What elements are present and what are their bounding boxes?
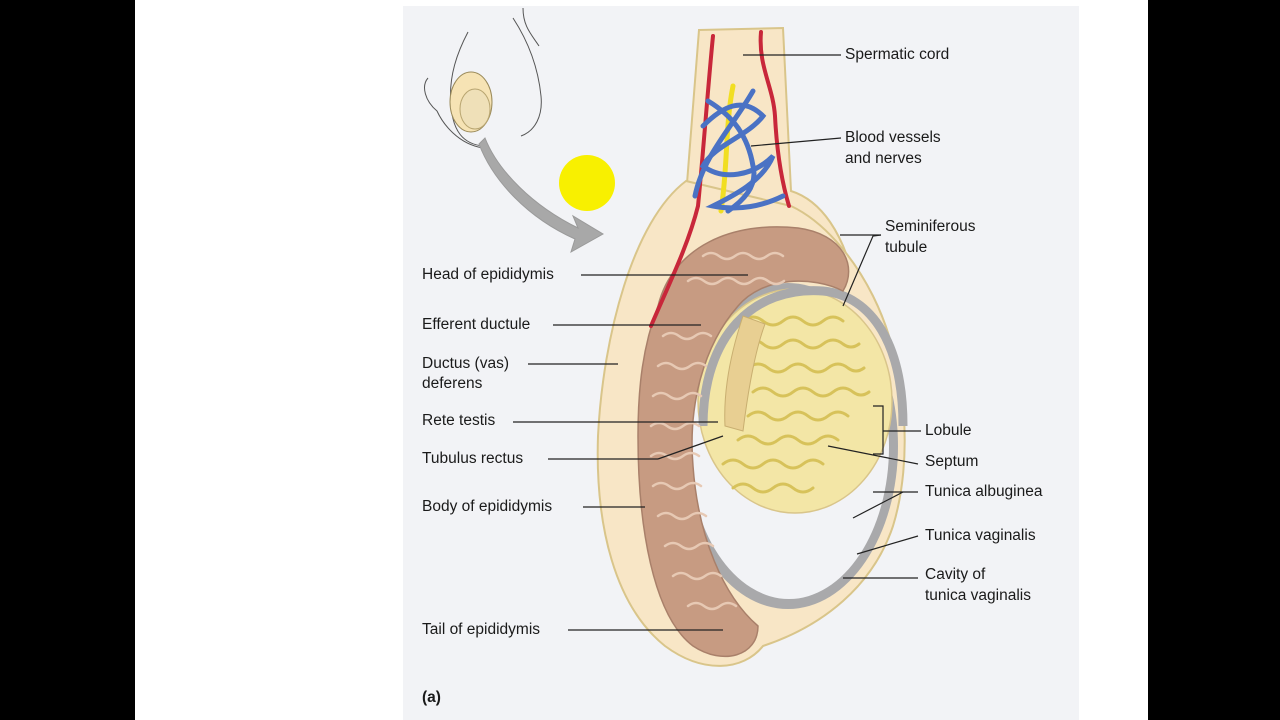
label-tunica-albuginea: Tunica albuginea (925, 483, 1043, 500)
label-rete-testis: Rete testis (422, 412, 496, 429)
label-tubulus-rectus: Tubulus rectus (422, 450, 524, 467)
cursor-highlight-dot (559, 155, 615, 211)
rete-testis (724, 315, 766, 432)
label-seminiferous: Seminiferous (885, 218, 976, 235)
panel-label: (a) (422, 689, 441, 706)
leader-lines (513, 54, 921, 631)
slide-canvas: Spermatic cord Blood vessels and nerves … (135, 0, 1148, 720)
epididymis-coils (649, 251, 786, 611)
inset-orientation-drawing (424, 7, 542, 149)
label-body-epididymis: Body of epididymis (422, 498, 553, 515)
anatomy-figure: Spermatic cord Blood vessels and nerves … (403, 6, 1079, 720)
label-blood-vessels: Blood vessels (845, 129, 941, 146)
gray-pointer-arrow (478, 137, 604, 254)
label-tail-epididymis: Tail of epididymis (422, 621, 541, 638)
label-ductus-vas: Ductus (vas) (422, 355, 509, 372)
label-cavity-tunica-vaginalis: tunica vaginalis (925, 587, 1031, 604)
label-and-nerves: and nerves (845, 150, 922, 167)
label-tunica-vaginalis: Tunica vaginalis (925, 527, 1036, 544)
lobule-tubules (721, 315, 871, 494)
tunica-albuginea-arc (698, 286, 908, 427)
testis-illustration (424, 7, 921, 667)
label-deferens: deferens (422, 375, 483, 392)
label-lobule: Lobule (925, 422, 972, 439)
label-efferent-ductule: Efferent ductule (422, 316, 531, 333)
cord-vessels (649, 30, 791, 328)
label-spermatic-cord: Spermatic cord (845, 46, 950, 63)
label-septum: Septum (925, 453, 979, 470)
label-tubule: tubule (885, 239, 928, 256)
label-head-epididymis: Head of epididymis (422, 266, 554, 283)
label-cavity-of: Cavity of (925, 566, 986, 583)
